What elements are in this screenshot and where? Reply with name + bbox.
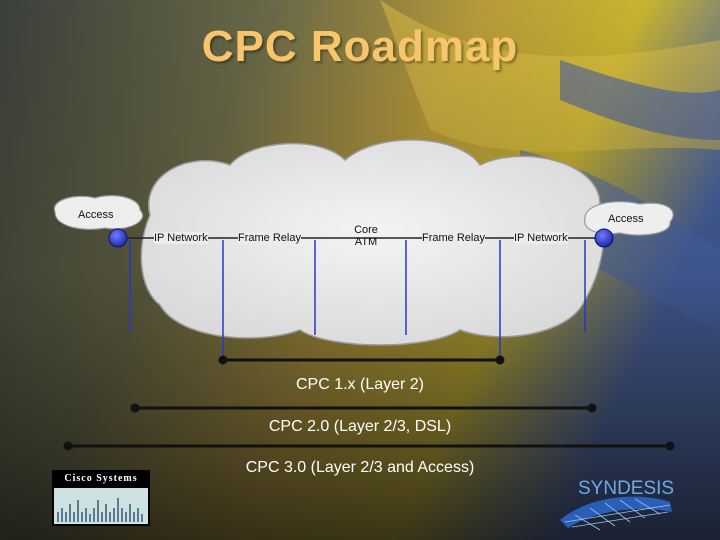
roadmap-bars — [63, 355, 675, 451]
access-node-right-icon — [594, 228, 614, 248]
slide-title: CPC Roadmap — [201, 22, 519, 71]
network-cloud — [53, 139, 674, 346]
cisco-logo-text: Cisco Systems — [64, 473, 138, 484]
core-label: Core — [354, 224, 378, 236]
atm-label: ATM — [354, 236, 378, 248]
access-label-right: Access — [608, 213, 644, 225]
segment-frame-relay-right: Frame Relay — [422, 232, 485, 244]
roadmap-cpc-30: CPC 3.0 (Layer 2/3 and Access) — [245, 459, 475, 476]
segment-ip-network-right: IP Network — [514, 232, 568, 244]
segment-dividers — [129, 240, 586, 360]
segment-frame-relay-left: Frame Relay — [238, 232, 301, 244]
segment-core-atm: Core ATM — [344, 224, 388, 248]
roadmap-cpc-20: CPC 2.0 (Layer 2/3, DSL) — [268, 418, 452, 435]
access-label-left: Access — [78, 209, 114, 221]
access-node-left-icon — [108, 228, 128, 248]
roadmap-cpc-1x: CPC 1.x (Layer 2) — [295, 376, 425, 393]
syndesis-logo — [560, 496, 672, 531]
cisco-logo — [52, 470, 150, 526]
segment-ip-network-left: IP Network — [154, 232, 208, 244]
syndesis-logo-text: SYNDESIS — [578, 478, 675, 499]
